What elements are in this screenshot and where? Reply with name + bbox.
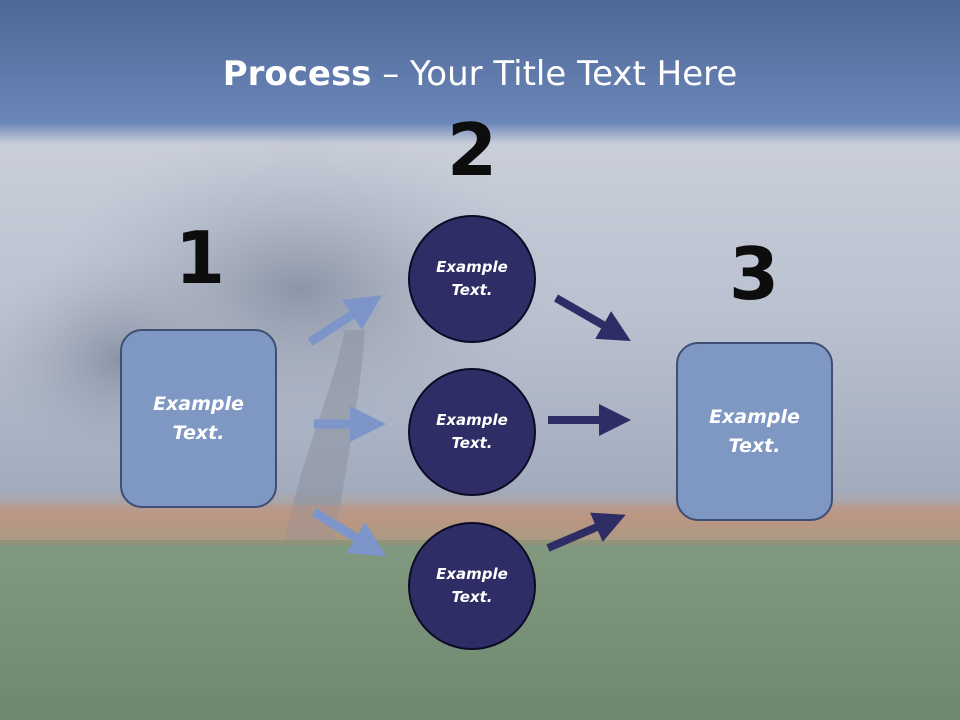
step-number-3: 3 xyxy=(728,232,780,316)
arrow-top-to-right xyxy=(554,294,631,341)
right-box-line2: Text. xyxy=(728,434,781,457)
slide-title: Process – Your Title Text Here xyxy=(0,52,960,96)
arrow-left-to-top xyxy=(307,295,383,346)
right-process-box: Example Text. xyxy=(676,342,833,521)
title-rest: – Your Title Text Here xyxy=(371,54,738,94)
step-number-1: 1 xyxy=(174,216,226,300)
circle-middle-line2: Text. xyxy=(451,434,493,452)
arrow-left-to-bottom xyxy=(311,508,387,557)
process-circle-bottom: Example Text. xyxy=(408,522,536,650)
circle-top-line2: Text. xyxy=(451,281,493,299)
circle-bottom-line2: Text. xyxy=(451,588,493,606)
process-circle-middle: Example Text. xyxy=(408,368,536,496)
left-box-line1: Example xyxy=(153,392,244,415)
circle-middle-line1: Example xyxy=(436,411,508,429)
arrow-bottom-to-right xyxy=(546,512,626,552)
right-box-line1: Example xyxy=(709,405,800,428)
left-process-box: Example Text. xyxy=(120,329,277,508)
step-number-2: 2 xyxy=(446,108,498,192)
circle-top-line1: Example xyxy=(436,258,508,276)
left-box-line2: Text. xyxy=(172,421,225,444)
process-circle-top: Example Text. xyxy=(408,215,536,343)
circle-bottom-line1: Example xyxy=(436,565,508,583)
title-bold: Process xyxy=(222,54,372,94)
